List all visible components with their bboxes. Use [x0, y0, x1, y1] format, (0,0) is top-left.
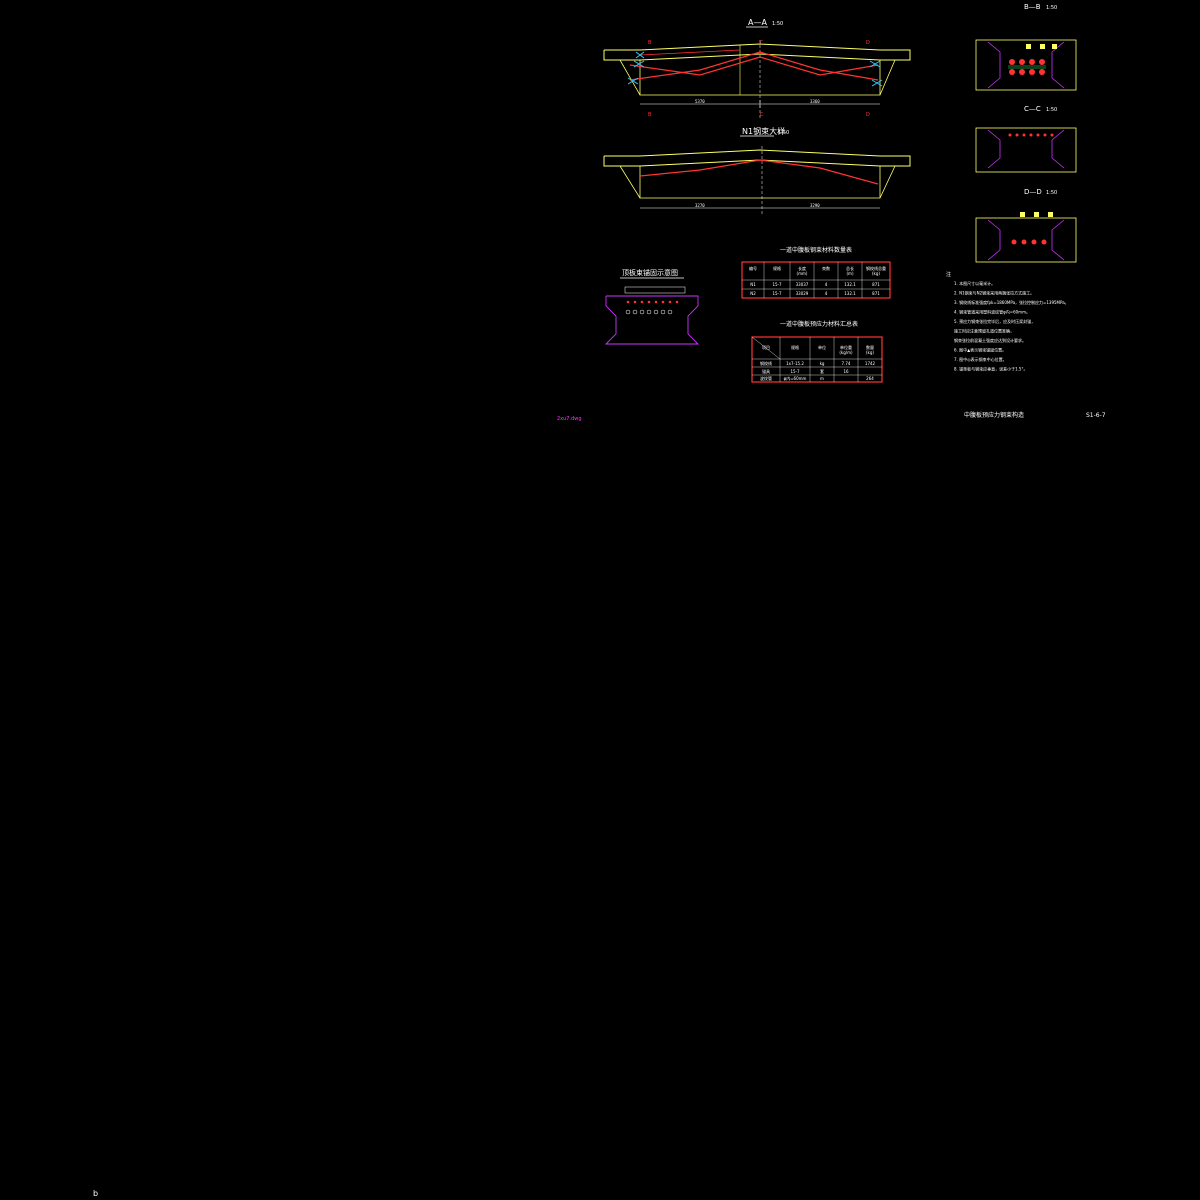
section-dd-title: D—D — [1024, 188, 1042, 196]
n1-detail-scale: 1:50 — [778, 130, 789, 136]
section-dd-view: D—D 1:50 — [975, 188, 1077, 263]
note-line: 施工时应注意预留孔道位置准确， — [954, 328, 1014, 334]
section-cc-scale: 1:50 — [1046, 107, 1057, 113]
material-table-1: 一道中腹板钢束材料数量表 编号 规格 长度(mm) 束数 总长(m) 钢绞线总重(kg) N… — [741, 246, 891, 299]
table1-cell: 871 — [872, 282, 880, 287]
table2-cell: 7.74 — [842, 361, 851, 366]
table2-cell: 264 — [866, 376, 874, 381]
table1-header-cell: (mm) — [797, 271, 808, 276]
table2-cell: 16 — [843, 369, 849, 374]
table2-header-cell: 数量 — [866, 344, 874, 350]
aa-dim-right: 3360 — [810, 99, 820, 104]
note-line: 6. 图中▲表示钢束锚固位置。 — [954, 347, 1006, 353]
corner-mark: b — [93, 1189, 98, 1198]
table2-cell: 钢绞线 — [760, 360, 772, 366]
table2-title: 一道中腹板预应力材料汇总表 — [780, 320, 858, 328]
section-bb-scale: 1:50 — [1046, 5, 1057, 11]
table1-cell: 4 — [825, 282, 828, 287]
table1-cell: 33037 — [796, 282, 809, 287]
aa-mark-b2: B — [648, 112, 652, 118]
anchor-layout-title: 顶板束锚固示意图 — [622, 268, 678, 277]
notes-heading: 注 — [946, 271, 951, 278]
table1-header-cell: 钢绞线总重 — [866, 265, 886, 271]
file-watermark: 2xu7.dwg — [557, 416, 582, 422]
n1-dim-right: 3290 — [810, 203, 820, 208]
anchor-layout-view: 顶板束锚固示意图 — [604, 268, 700, 345]
section-cc-view: C—C 1:50 — [975, 105, 1077, 173]
note-line: 钢束张拉前混凝土强度应达到设计要求。 — [954, 337, 1026, 343]
section-dd-scale: 1:50 — [1046, 190, 1057, 196]
note-line: 1. 本图尺寸以毫米计。 — [954, 280, 995, 286]
table2-cell: 波纹管 — [760, 375, 772, 381]
table2-header-cell: 规格 — [791, 344, 799, 350]
table1-header-cell: (kg) — [872, 271, 880, 276]
section-bb-title: B—B — [1024, 3, 1041, 11]
table2-cell: 1742 — [865, 361, 876, 366]
aa-dim-left: 5370 — [695, 99, 705, 104]
note-line: 7. 图中◎表示钢束中心位置。 — [954, 356, 1007, 362]
table1-cell: 15-7 — [772, 291, 782, 296]
aa-mark-c: C — [760, 40, 764, 46]
table2-cell: m — [820, 376, 824, 381]
section-aa-view: A—A 1:50 5370 3360 B C D — [603, 18, 911, 118]
table1-cell: 132.1 — [844, 282, 856, 287]
n1-dim-left: 3270 — [695, 203, 705, 208]
table1-cell: N1 — [750, 282, 756, 287]
table1-cell: 132.1 — [844, 291, 856, 296]
section-cc-title: C—C — [1024, 105, 1041, 113]
table1-header-cell: 编号 — [749, 265, 757, 271]
title-block: 中腹板预应力钢束构造 S1-6-7 — [964, 411, 1106, 419]
section-bb-view: B—B 1:50 — [975, 3, 1077, 91]
section-aa-title: A—A — [748, 18, 767, 27]
table2-header-cell: 项目 — [762, 344, 770, 350]
table2-cell: 1x7-15.2 — [786, 361, 804, 366]
aa-mark-d2: D — [866, 112, 870, 118]
table2-header-cell: (kg) — [866, 350, 874, 355]
n1-detail-title: N1钢束大样 — [742, 126, 785, 136]
table1-cell: 15-7 — [772, 282, 782, 287]
table1-cell: 33029 — [796, 291, 809, 296]
aa-mark-d: D — [866, 40, 870, 46]
note-line: 3. 钢绞线标准强度fpk=1860MPa，张拉控制应力=1395MPa。 — [954, 299, 1069, 305]
table2-cell: 15-7 — [790, 369, 800, 374]
aa-mark-b: B — [648, 40, 652, 46]
n1-detail-view: N1钢束大样 1:50 3270 3290 — [603, 126, 911, 215]
note-line: 2. N1钢束与N2钢束采用两端张拉方式施工。 — [954, 290, 1034, 296]
table1-header-cell: 束数 — [822, 265, 830, 271]
table2-cell: 套 — [820, 368, 824, 374]
notes-block: 注 1. 本图尺寸以毫米计。 2. N1钢束与N2钢束采用两端张拉方式施工。 3. … — [946, 271, 1069, 372]
aa-mark-c2: C — [760, 112, 764, 118]
table1-header-cell: 总长 — [846, 265, 854, 271]
table1-header-cell: 长度 — [798, 265, 806, 271]
note-line: 8. 锚垫板与钢束应垂直，误差小于1.5°。 — [954, 366, 1027, 372]
table1-cell: 871 — [872, 291, 880, 296]
table2-header-cell: 单位 — [818, 344, 826, 350]
table2-header-cell: (kg/m) — [839, 350, 853, 355]
note-line: 4. 钢束管道采用塑料波纹管φ内=60mm。 — [954, 309, 1030, 315]
table1-header-cell: 规格 — [773, 265, 781, 271]
table1-cell: N2 — [750, 291, 756, 296]
table2-cell: kg — [820, 361, 825, 366]
section-aa-scale: 1:50 — [772, 21, 783, 27]
drawing-name: 中腹板预应力钢束构造 — [964, 411, 1024, 419]
table2-cell: φ内=60mm — [784, 375, 807, 381]
table1-title: 一道中腹板钢束材料数量表 — [780, 246, 852, 254]
table1-cell: 4 — [825, 291, 828, 296]
table2-cell: 锚具 — [762, 368, 770, 374]
sheet-number: S1-6-7 — [1086, 412, 1106, 419]
table2-header-cell: 单位重 — [840, 344, 852, 350]
material-table-2: 一道中腹板预应力材料汇总表 项目 规格 单位 单位重(kg/m) 数量(kg) 钢绞线 1x… — [751, 320, 883, 383]
table1-header-cell: (m) — [846, 271, 853, 276]
note-line: 5. 预应力钢束张拉完毕后，应及时压浆封锚， — [954, 318, 1035, 324]
